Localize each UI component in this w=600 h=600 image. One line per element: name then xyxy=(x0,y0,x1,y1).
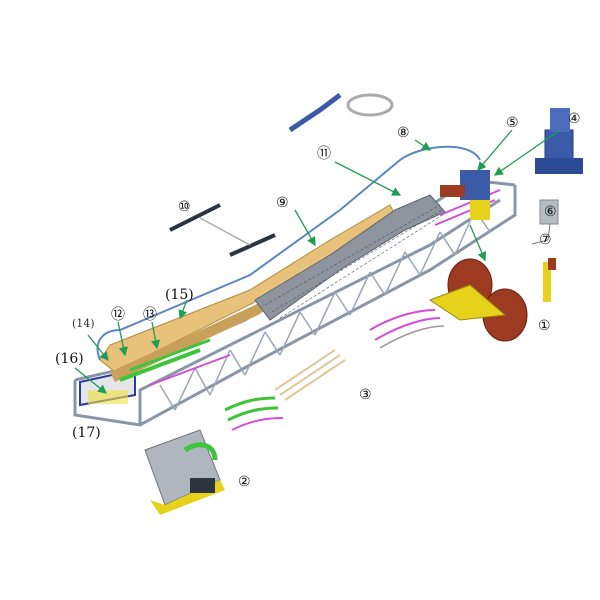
controller-box xyxy=(539,199,559,225)
label-2: ② xyxy=(238,474,251,490)
tension-station xyxy=(144,429,225,515)
handrail xyxy=(96,145,481,361)
label-13: ⑬ xyxy=(143,307,157,323)
label-16: (16) xyxy=(55,351,84,367)
label-9: ⑨ xyxy=(276,195,289,211)
step-chain-axles xyxy=(169,203,276,257)
guide-rails xyxy=(224,309,445,431)
label-3: ③ xyxy=(359,387,372,403)
label-5: ⑤ xyxy=(506,115,519,131)
leader-arrows xyxy=(74,129,561,394)
upper-drive xyxy=(440,170,490,220)
label-8: ⑧ xyxy=(397,125,410,141)
balustrade xyxy=(99,204,398,382)
handrail-drive xyxy=(288,93,394,133)
label-15: (15) xyxy=(165,287,194,303)
steps xyxy=(254,194,446,321)
label-14: (14) xyxy=(72,317,95,330)
label-4: ④ xyxy=(568,111,581,127)
brake-part xyxy=(543,258,556,302)
label-12: ⑫ xyxy=(111,307,125,323)
label-17: (17) xyxy=(72,425,101,441)
label-11: ⑪ xyxy=(317,146,331,162)
label-10: ⑩ xyxy=(178,199,191,215)
label-7: ⑦ xyxy=(539,232,552,248)
label-6: ⑥ xyxy=(544,204,557,220)
drive-motor xyxy=(535,108,583,174)
drive-shaft-sprocket xyxy=(428,258,528,342)
label-1: ① xyxy=(538,318,551,334)
